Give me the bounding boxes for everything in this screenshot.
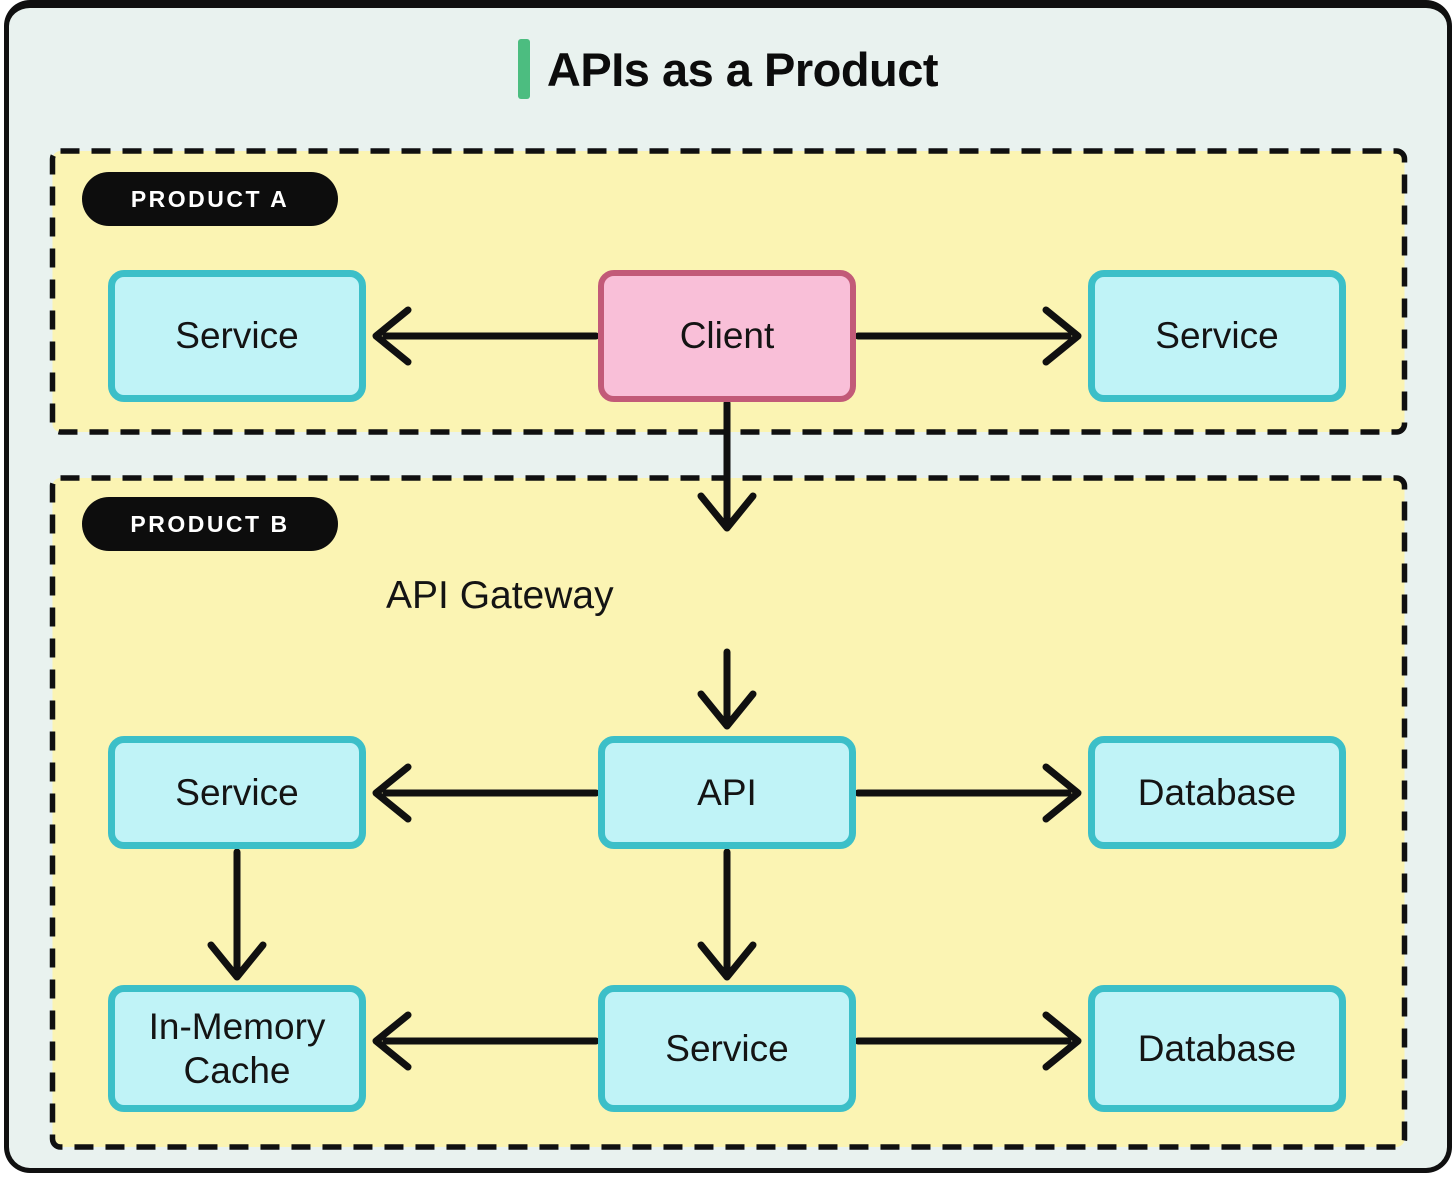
client-node: Client (598, 270, 856, 402)
title-row: APIs as a Product (0, 36, 1456, 102)
service-node-bottom: Service (598, 985, 856, 1112)
in-memory-cache-node: In-Memory Cache (108, 985, 366, 1112)
arrow-api-to-service-bottom (697, 848, 757, 981)
arrow-service-mid-to-cache (207, 848, 267, 981)
api-node: API (598, 736, 856, 849)
arrow-api-gateway-to-api (697, 648, 757, 730)
arrow-api-to-service-mid (372, 763, 600, 823)
arrow-service-bottom-to-cache (372, 1011, 600, 1071)
api-gateway-label: API Gateway (386, 574, 614, 617)
arrow-service-bottom-to-database (854, 1011, 1082, 1071)
arrow-api-to-database-mid (854, 763, 1082, 823)
arrow-client-to-service-left (372, 306, 600, 366)
title-accent-bar (517, 39, 530, 99)
arrow-client-to-service-right (854, 306, 1082, 366)
service-node-product-a-left: Service (108, 270, 366, 402)
service-node-product-a-right: Service (1088, 270, 1346, 402)
database-node-mid: Database (1088, 736, 1346, 849)
service-node-mid: Service (108, 736, 366, 849)
product-b-badge: PRODUCT B (82, 497, 338, 551)
arrow-client-to-api-gateway (697, 399, 757, 532)
page-title: APIs as a Product (546, 42, 939, 96)
product-a-badge: PRODUCT A (82, 172, 338, 226)
database-node-bottom: Database (1088, 985, 1346, 1112)
